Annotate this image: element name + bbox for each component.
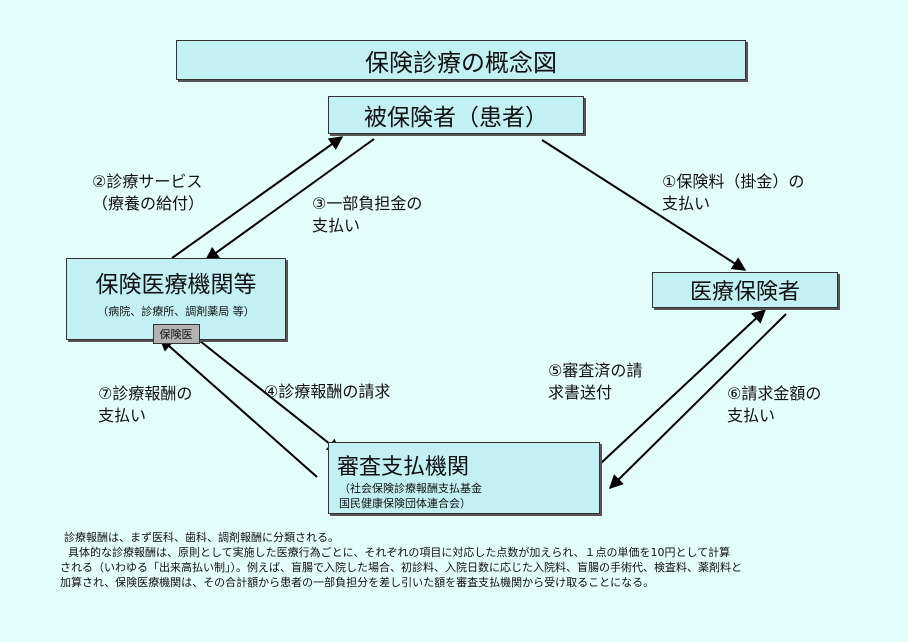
footnote-line-2: 具体的な診療報酬は、原則として実施した医療行為ごとに、それぞれの項目に対応した点… (68, 546, 731, 559)
node-medical-insurer: 医療保険者 (652, 272, 838, 308)
arrow-fee-payment (158, 337, 318, 478)
label-flow-6: ⑥請求金額の 支払い (727, 384, 822, 425)
footnote-line-3: される（いわゆる「出来高払い制」）。例えば、盲腸で入院した場合、初診料、入院日数… (60, 561, 742, 574)
label-flow-7: ⑦診療報酬の 支払い (98, 384, 193, 425)
provider-name: 保険医療機関等 (95, 272, 257, 298)
node-medical-provider: 保険医療機関等 （病院、診療所、調剤薬局 等） 保険医 (66, 258, 286, 344)
node-review-payment-agency: 審査支払機関 （社会保険診療報酬支払基金 国民健康保険団体連合会） (328, 442, 600, 514)
provider-subtitle: （病院、診療所、調剤薬局 等） (97, 305, 255, 318)
arrow-claim-forward (599, 309, 767, 465)
arrow-claim-payment (609, 313, 787, 489)
node-insured-patient: 被保険者（患者） (328, 96, 584, 134)
label-flow-2: ②診療サービス （療養の給付） (92, 172, 205, 213)
insurance-doctor-tag: 保険医 (152, 324, 200, 344)
label-flow-4: ④診療報酬の請求 (264, 382, 391, 401)
label-flow-1: ①保険料（掛金）の 支払い (662, 172, 805, 213)
label-flow-3: ③一部負担金の 支払い (312, 194, 423, 235)
diagram-title: 保険診療の概念図 (176, 40, 746, 80)
review-agency-sub1: （社会保険診療報酬支払基金 (339, 482, 482, 495)
arrow-premium-payment (541, 139, 747, 271)
footnote: 診療報酬は、まず医科、歯科、調剤報酬に分類される。 具体的な診療報酬は、原則とし… (60, 530, 860, 590)
review-agency-sub2: 国民健康保険団体連合会） (339, 497, 471, 510)
footnote-line-4: 加算され、保険医療機関は、その合計額から患者の一部負担分を差し引いた額を審査支払… (60, 576, 655, 589)
footnote-line-1: 診療報酬は、まず医科、歯科、調剤報酬に分類される。 (64, 531, 339, 544)
arrow-copayment (204, 138, 375, 261)
arrow-fee-claim (199, 340, 342, 453)
arrow-medical-service (171, 136, 344, 259)
review-agency-name: 審査支払機関 (337, 455, 470, 480)
label-flow-5: ⑤審査済の請 求書送付 (548, 361, 643, 402)
